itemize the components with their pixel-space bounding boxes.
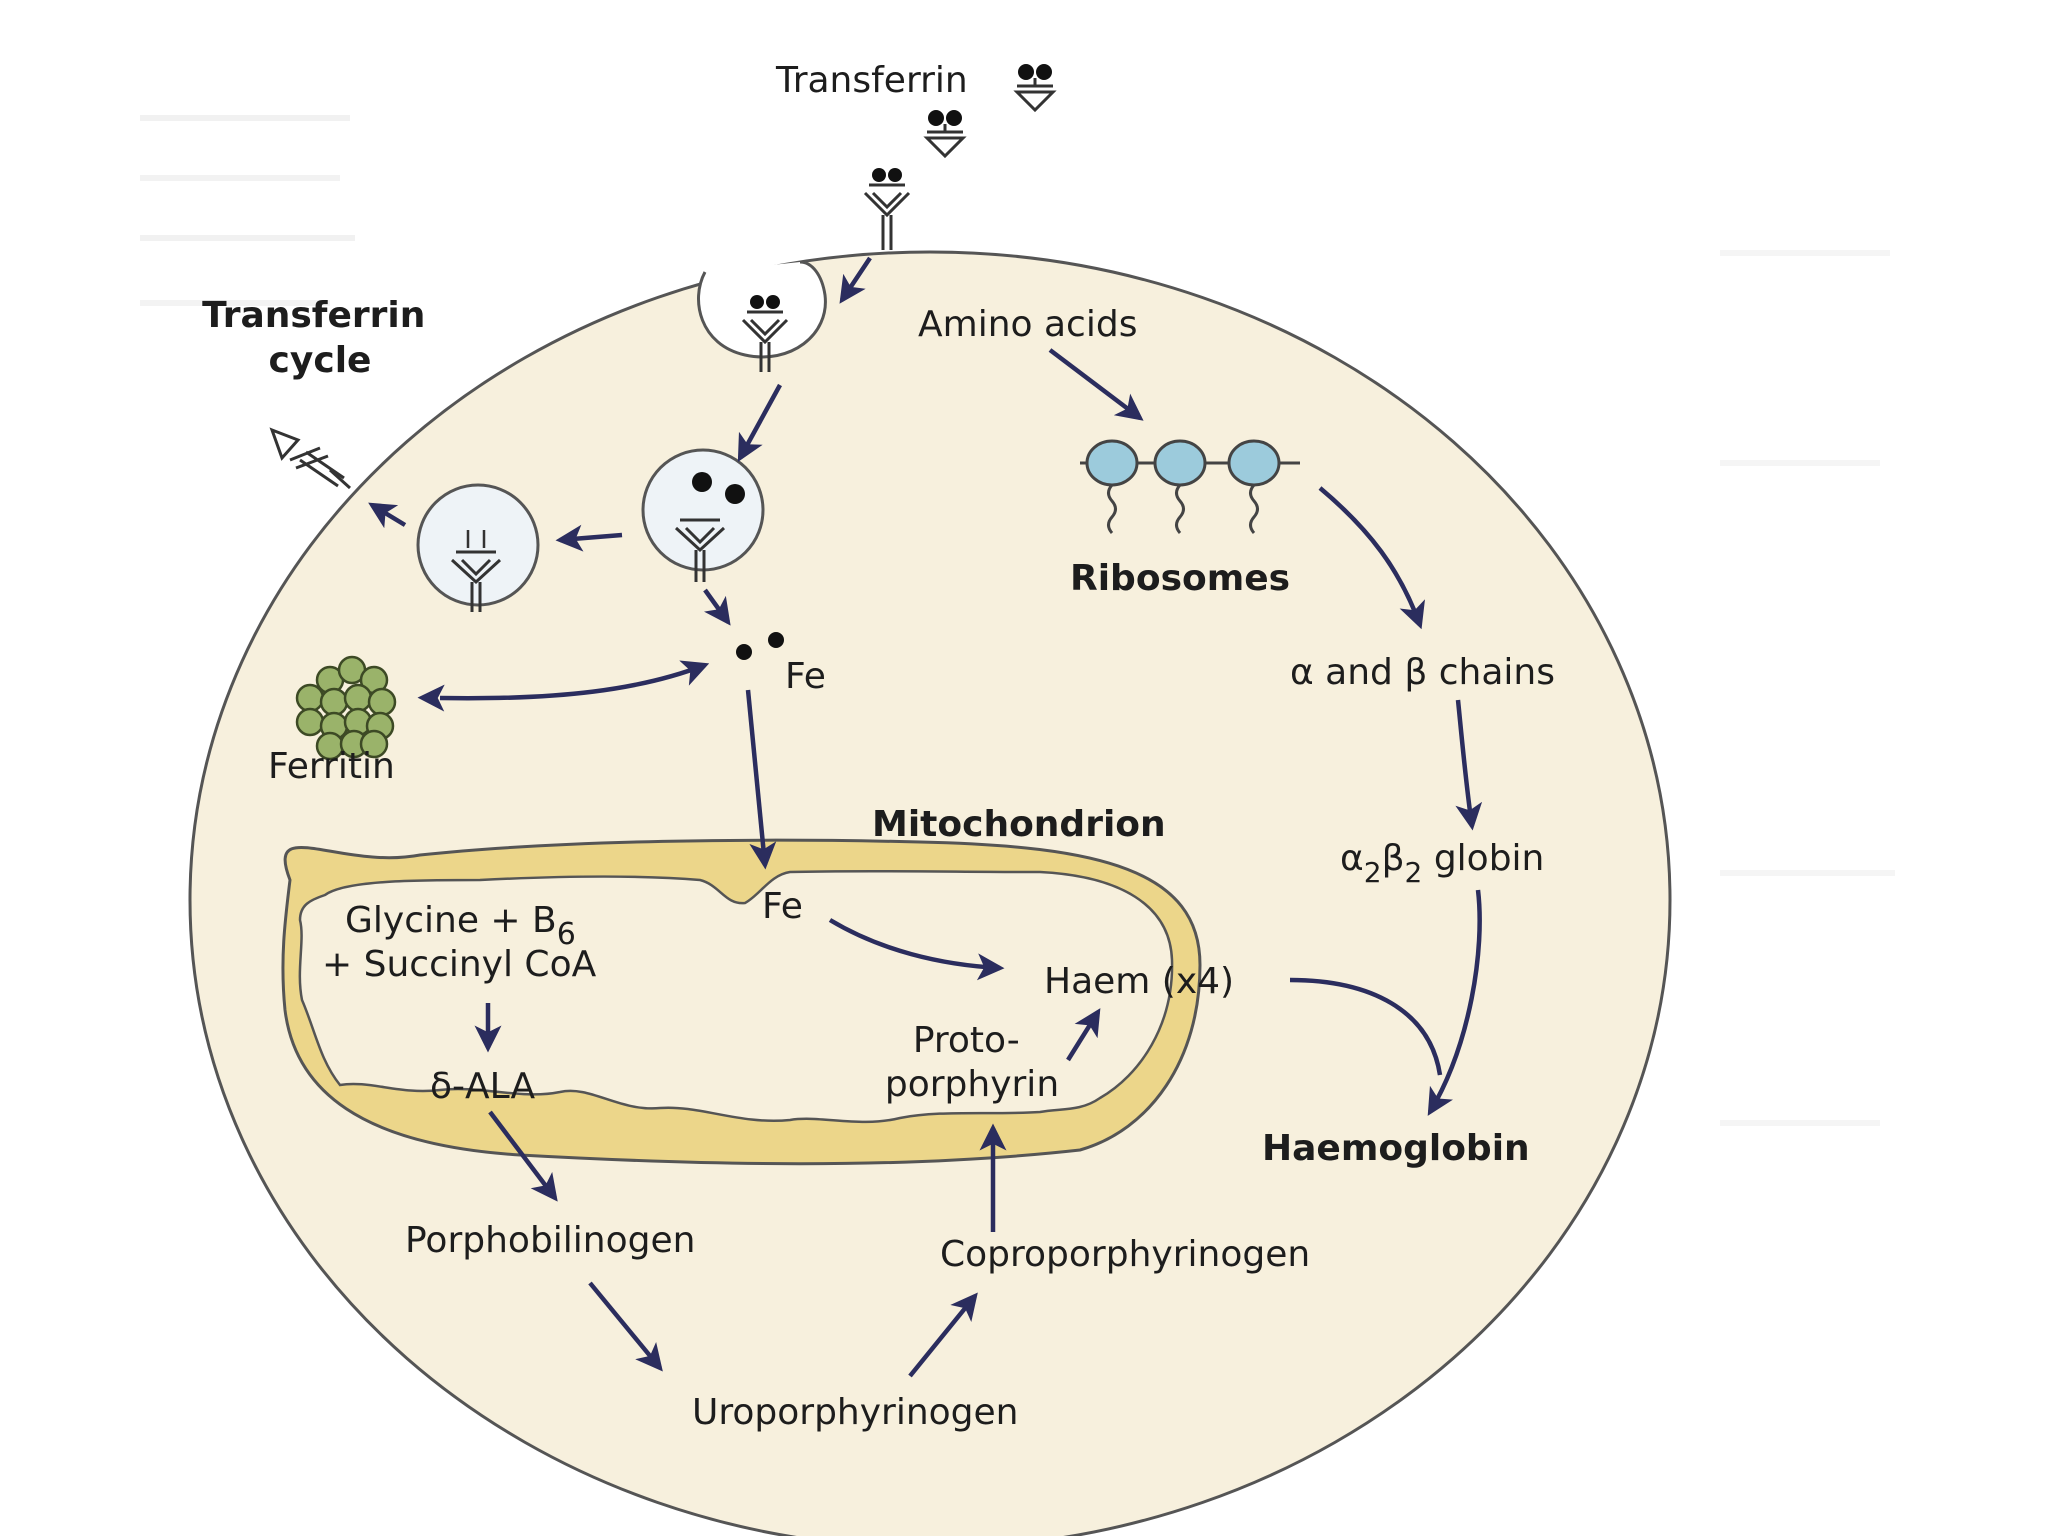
label-alpha-beta-chains: α and β chains <box>1290 652 1555 693</box>
mitochondrion-inner <box>298 869 1174 1124</box>
arrow-fe-to-mitochondrion <box>745 689 777 870</box>
arrow-protoporphyrin-to-haem <box>1066 1008 1101 1062</box>
endocytic-pit <box>697 260 827 359</box>
apotransferrin-released <box>269 427 352 490</box>
pathway-arrows <box>368 256 1483 1378</box>
ferritin-cluster <box>295 655 397 761</box>
label-transferrin: Transferrin <box>775 60 968 101</box>
iron-atom <box>692 472 712 492</box>
transferrin-receptor-surface <box>863 168 911 250</box>
arrow-ribosomes-to-chains <box>1318 486 1425 630</box>
label-amino-acids: Amino acids <box>918 304 1137 345</box>
arrow-fe-ferritin-exchange <box>417 660 710 712</box>
label-ferritin: Ferritin <box>268 746 395 787</box>
label-coproporphyrinogen: Coproporphyrinogen <box>940 1234 1310 1275</box>
transferrin-molecule-1 <box>1013 64 1057 113</box>
arrow-chains-to-globin <box>1455 699 1483 831</box>
label-succinyl-coa: + Succinyl CoA <box>322 944 597 985</box>
arrow-amino-acids-to-ribosomes <box>1048 348 1144 421</box>
label-delta-ala: δ-ALA <box>430 1066 536 1107</box>
ribosomes-on-mrna <box>1080 439 1300 534</box>
pit-transferrin-receptor <box>741 295 789 372</box>
arrow-endosome-to-recycling <box>555 524 623 552</box>
arrow-porphobilinogen-to-uroporphyrinogen <box>588 1281 663 1372</box>
endosome-iron-release <box>641 448 765 582</box>
arrow-pit-to-endosome <box>737 383 782 462</box>
arrow-haem-to-haemoglobin <box>1289 977 1443 1076</box>
arrow-globin-to-haemoglobin <box>1427 889 1482 1116</box>
label-mitochondrion: Mitochondrion <box>872 804 1166 845</box>
arrow-fe-to-haem <box>828 918 1005 981</box>
label-protoporphyrin: Proto- porphyrin <box>885 1020 1059 1105</box>
background-show-through <box>140 115 1895 1126</box>
label-haem: Haem (x4) <box>1044 961 1234 1002</box>
label-glycine-b6: Glycine + B6 <box>345 900 576 952</box>
iron-atom-cytoplasm <box>736 644 752 660</box>
nascent-chain <box>1175 484 1185 534</box>
arrow-uroporphyrinogen-to-coproporphyrinogen <box>908 1292 978 1378</box>
labels: Transferrin Transferrin cycle Amino acid… <box>202 60 1555 1433</box>
ribosome <box>1153 439 1207 487</box>
label-globin: α2β2 globin <box>1340 838 1544 889</box>
iron-atom <box>725 484 745 504</box>
transferrin-molecule-2 <box>923 110 967 159</box>
iron-atom-cytoplasm <box>768 632 784 648</box>
label-haemoglobin: Haemoglobin <box>1262 1128 1530 1169</box>
label-transferrin-cycle: Transferrin cycle <box>202 295 438 381</box>
label-fe-cytoplasm: Fe <box>785 656 826 697</box>
arrow-transferrin-to-pit <box>839 256 872 304</box>
mitochondrion <box>281 838 1202 1166</box>
label-fe-mitochondrion: Fe <box>762 886 803 927</box>
recycling-endosome <box>416 483 540 612</box>
nascent-chain <box>1249 484 1259 534</box>
label-porphobilinogen: Porphobilinogen <box>405 1220 695 1261</box>
ribosome <box>1085 439 1139 487</box>
arrow-ala-to-porphobilinogen <box>488 1110 558 1202</box>
label-uroporphyrinogen: Uroporphyrinogen <box>692 1392 1019 1433</box>
ribosome <box>1227 439 1281 487</box>
arrow-endosome-to-fe <box>703 588 731 626</box>
arrow-recycling-to-membrane <box>368 502 407 529</box>
label-ribosomes: Ribosomes <box>1070 558 1290 599</box>
nascent-chain <box>1107 484 1117 534</box>
